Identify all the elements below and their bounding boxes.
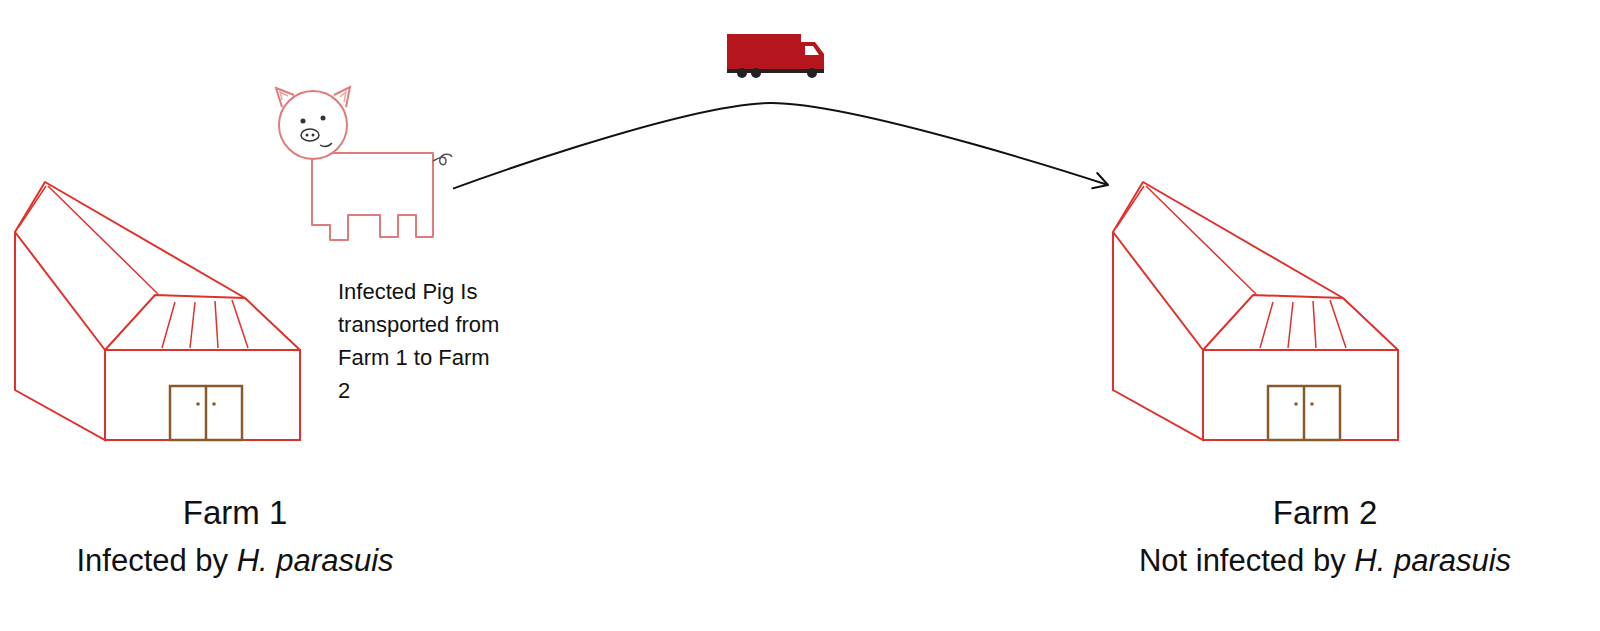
farm-status: Infected by H. parasuis bbox=[76, 538, 393, 585]
species-name: H. parasuis bbox=[1354, 543, 1511, 578]
farm-name: Farm 1 bbox=[76, 488, 393, 538]
text-part: Infected by bbox=[76, 543, 228, 578]
truck bbox=[727, 34, 824, 78]
pig-note: Infected Pig Is transported from Farm 1 … bbox=[338, 275, 503, 407]
pig-drawing bbox=[268, 85, 453, 247]
farm-name: Farm 2 bbox=[1139, 488, 1511, 538]
farm-node: Farm 1Infected by H. parasuis bbox=[10, 178, 394, 584]
farm-node: Farm 2Not infected by H. parasuis bbox=[1108, 178, 1511, 584]
barn-drawing bbox=[1108, 178, 1408, 448]
transport-arrow bbox=[453, 103, 1108, 189]
farm-caption: Farm 1Infected by H. parasuis bbox=[76, 488, 393, 584]
species-name: H. parasuis bbox=[237, 543, 394, 578]
barn-drawing bbox=[10, 178, 310, 448]
text-part: Not infected by bbox=[1139, 543, 1346, 578]
farm-caption: Farm 2Not infected by H. parasuis bbox=[1139, 488, 1511, 584]
pig-node: Infected Pig Is transported from Farm 1 … bbox=[268, 85, 453, 247]
text-part bbox=[1346, 543, 1355, 578]
text-part bbox=[228, 543, 237, 578]
farm-status: Not infected by H. parasuis bbox=[1139, 538, 1511, 585]
